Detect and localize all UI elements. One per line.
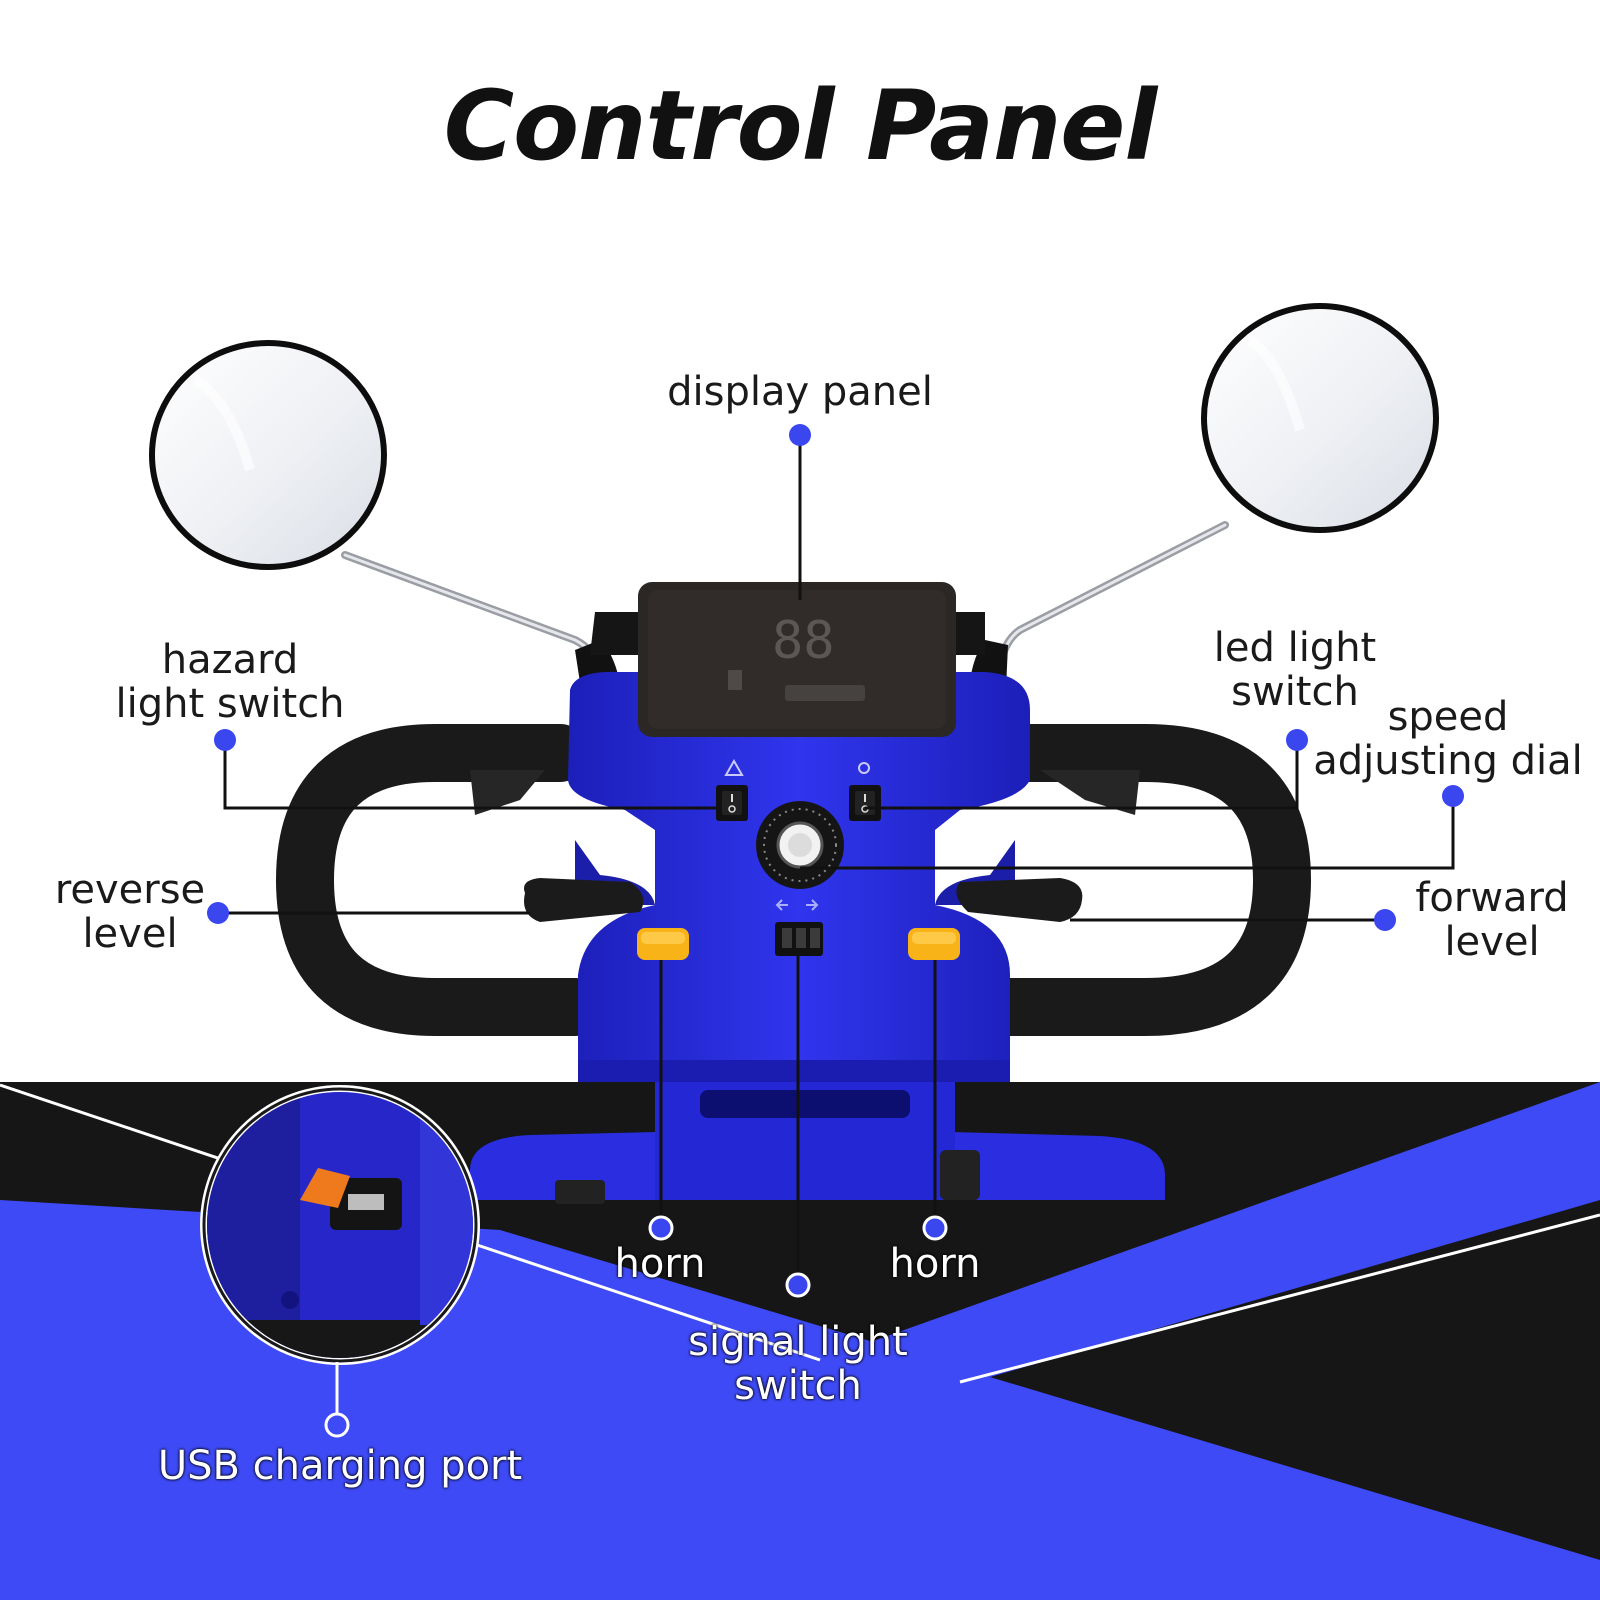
display-readout: 88: [772, 611, 835, 671]
label-led-light-switch: led light switch: [1213, 625, 1377, 715]
horn-button-right[interactable]: [908, 928, 960, 960]
hazard-switch[interactable]: [716, 758, 748, 821]
label-signal-light-switch: signal light switch: [688, 1319, 908, 1409]
forward-lever[interactable]: [956, 878, 1083, 922]
label-forward-level: forward level: [1415, 875, 1569, 965]
callout-lines: [218, 435, 1455, 1425]
signal-switch[interactable]: [775, 899, 823, 956]
label-display-panel: display panel: [667, 369, 933, 415]
label-horn-right: horn: [889, 1241, 981, 1287]
page-title: Control Panel: [443, 70, 1158, 182]
callout-dots: [207, 424, 1464, 1438]
label-hazard-light-switch: hazard light switch: [115, 637, 345, 727]
horn-button-left[interactable]: [637, 928, 689, 960]
led-light-switch[interactable]: [849, 762, 881, 821]
scooter-lower-body: [470, 1080, 1165, 1204]
label-speed-adjusting-dial: speed adjusting dial: [1313, 694, 1583, 784]
label-usb-charging-port: USB charging port: [157, 1443, 523, 1489]
label-horn-left: horn: [614, 1241, 706, 1287]
reverse-lever[interactable]: [524, 878, 644, 922]
label-reverse-level: reverse level: [54, 867, 206, 957]
speed-dial[interactable]: [756, 801, 844, 889]
handlebar: [275, 724, 1312, 1036]
display-panel: 88: [638, 582, 956, 737]
